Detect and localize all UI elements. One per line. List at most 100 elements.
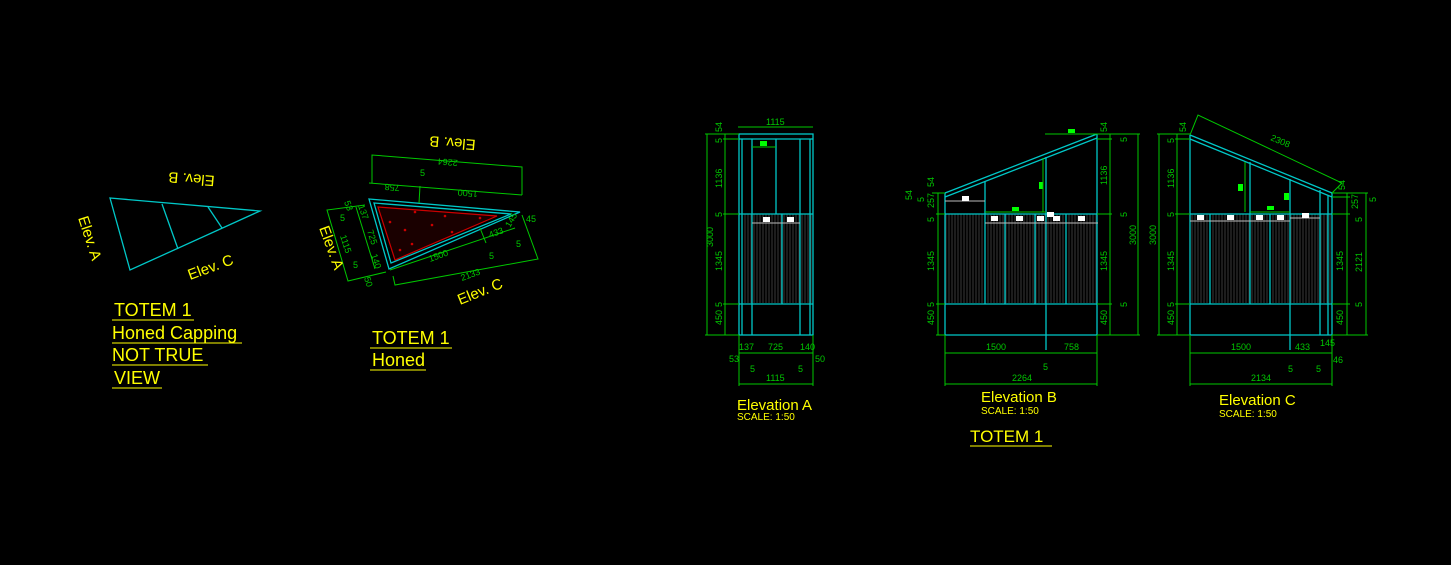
dim: 450: [1166, 310, 1176, 325]
honed-view: Elev. B Elev. A Elev. C 2264 5 758 1500 …: [315, 132, 539, 371]
dim: 1345: [1099, 251, 1109, 271]
dim: 3000: [705, 227, 715, 247]
dim: 46: [1333, 355, 1343, 365]
dim: 54: [1178, 122, 1188, 132]
dim: 450: [1099, 310, 1109, 325]
dim: 1115: [766, 373, 785, 383]
dim: 2264: [1012, 373, 1032, 383]
elevation-title: Elevation C: [1219, 392, 1296, 409]
dim: 725: [365, 229, 379, 246]
elevation-c: 2308 54 5 1136 5 1345 5 450 3000 54 5 25…: [1148, 114, 1378, 420]
dim: 50: [362, 276, 375, 289]
sheet-title: TOTEM 1: [970, 427, 1043, 446]
dim: 137: [356, 203, 371, 221]
dim: 758: [1064, 342, 1079, 352]
dim: 5: [1043, 362, 1048, 372]
dim: 1500: [427, 248, 449, 264]
elevation-a: 1115 3000 54 5 1136 5 1345 5 450 137 725…: [705, 117, 825, 423]
dim: 1136: [1166, 169, 1176, 188]
dim: 5: [926, 302, 936, 307]
dim: 50: [815, 354, 825, 364]
dim: 54: [714, 122, 724, 132]
dim: 54: [904, 190, 914, 200]
dim: 5: [1166, 302, 1176, 307]
dim: 3000: [1128, 225, 1138, 245]
note-line: Honed Capping: [112, 323, 237, 343]
dim: 54: [1099, 122, 1109, 132]
elevation-scale: SCALE: 1:50: [1219, 409, 1277, 420]
dim: 725: [768, 342, 783, 352]
dim: 5: [714, 302, 724, 307]
dim: 1345: [714, 251, 724, 271]
dim: 5: [1288, 364, 1293, 374]
dim: 433: [487, 225, 505, 240]
dim: 5: [1119, 137, 1129, 142]
label-elev-b: Elev. B: [168, 168, 216, 189]
dim: 5: [714, 138, 724, 143]
dim: 5: [1316, 364, 1321, 374]
note-line: VIEW: [114, 368, 160, 388]
dim: 54: [926, 177, 936, 187]
dim: 1500: [986, 342, 1006, 352]
dim: 5: [1354, 217, 1364, 222]
dim: 5: [516, 239, 521, 249]
elevation-title: Elevation A: [737, 397, 812, 414]
dim: 5: [1354, 302, 1364, 307]
dim: 2308: [1269, 133, 1291, 150]
dim: 1500: [1231, 342, 1251, 352]
dim: 140: [369, 253, 383, 270]
dim: 5: [1166, 138, 1176, 143]
dim: 1136: [1099, 166, 1109, 185]
dim: 758: [384, 182, 400, 193]
dim: 5: [916, 197, 926, 202]
label-elev-a: Elev. A: [74, 214, 104, 263]
elevation-title: Elevation B: [981, 389, 1057, 406]
note-line: NOT TRUE: [112, 345, 203, 365]
dim: 2121: [1354, 252, 1364, 272]
dim: 2264: [437, 156, 458, 168]
capping-fill: [377, 206, 498, 261]
dim: 5: [1119, 302, 1129, 307]
dim: 137: [739, 342, 754, 352]
note-line: Honed: [372, 350, 425, 370]
dim: 450: [714, 310, 724, 325]
dim: 140: [800, 342, 815, 352]
dim: 5: [714, 212, 724, 217]
dim: 5: [420, 168, 425, 178]
dim: 257: [1350, 194, 1360, 209]
dim: 5: [340, 213, 345, 223]
label-elev-c: Elev. C: [186, 252, 236, 284]
dim: 45: [526, 214, 536, 224]
dim: 5: [750, 364, 755, 374]
dim: 450: [926, 310, 936, 325]
dim: 1136: [714, 169, 724, 188]
dim: 5: [926, 217, 936, 222]
label-elev-b: Elev. B: [429, 132, 477, 153]
dim: 450: [1335, 310, 1345, 325]
dim: 53: [342, 199, 355, 212]
dim: 3000: [1148, 225, 1158, 245]
dim: 433: [1295, 342, 1310, 352]
dim: 1345: [926, 251, 936, 271]
dim: 1345: [1335, 251, 1345, 271]
dim: 5: [489, 251, 494, 261]
dim: 1115: [766, 117, 785, 127]
dim: 2134: [1251, 373, 1271, 383]
dim: 5: [353, 260, 358, 270]
dim: 1500: [457, 187, 478, 199]
note-line: TOTEM 1: [114, 300, 192, 320]
dim: 5: [1166, 212, 1176, 217]
elevation-b: 54 5 54 257 5 1345 5 450 54 5 1136 5 134…: [904, 122, 1140, 447]
dim: 257: [926, 193, 936, 208]
elevation-scale: SCALE: 1:50: [981, 406, 1039, 417]
dim: 5: [1368, 197, 1378, 202]
dim: 5: [798, 364, 803, 374]
dim: 53: [729, 354, 739, 364]
dim: 145: [1320, 338, 1335, 348]
elevation-scale: SCALE: 1:50: [737, 412, 795, 423]
note-line: TOTEM 1: [372, 328, 450, 348]
dim: 5: [1119, 212, 1129, 217]
plan-view: Elev. B Elev. A Elev. C TOTEM 1 Honed Ca…: [74, 168, 263, 389]
dim: 54: [1337, 180, 1347, 190]
